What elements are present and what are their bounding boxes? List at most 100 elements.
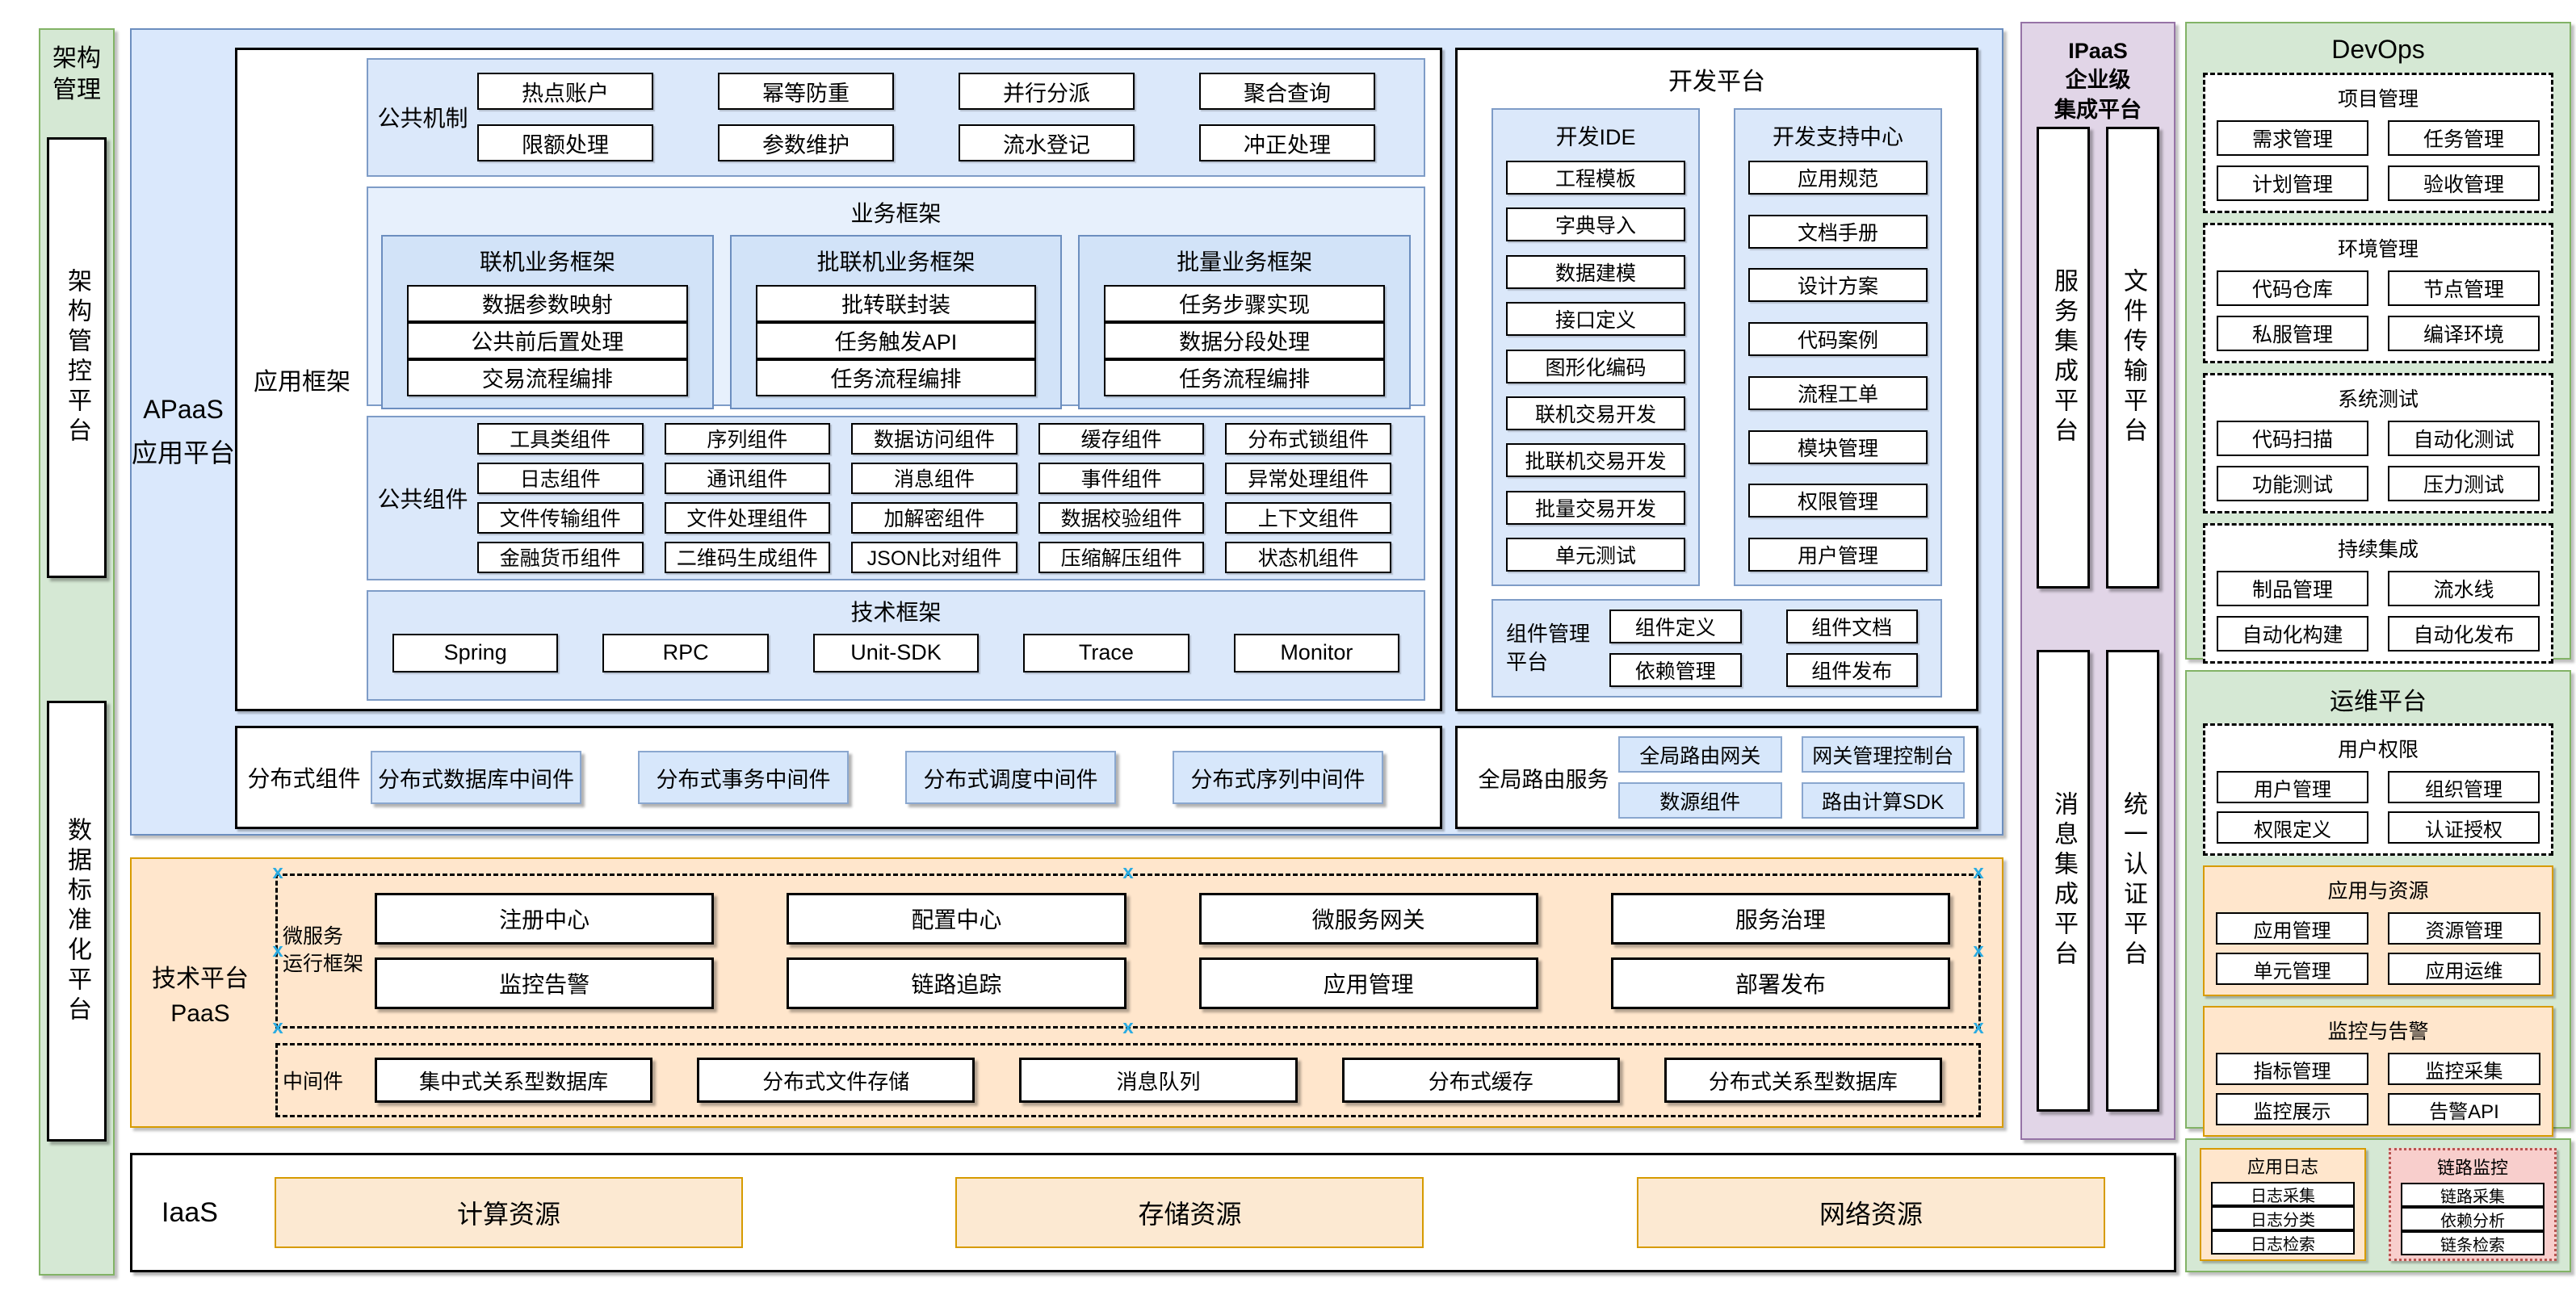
ipaas-title-line1: IPaaS	[2068, 39, 2128, 63]
app-framework-label: 应用框架	[254, 369, 350, 396]
component-chip: 金融货币组件	[477, 541, 644, 573]
common-components-panel: 公共组件 工具类组件序列组件数据访问组件缓存组件分布式锁组件日志组件通讯组件消息…	[367, 415, 1425, 580]
paas-platform-label: 技术平台 PaaS	[132, 859, 269, 1126]
ms-label-line2: 运行框架	[283, 953, 364, 975]
group-title: 批量业务框架	[1177, 249, 1313, 274]
group-grid: 指标管理监控采集监控展示告警API	[2216, 1053, 2540, 1125]
global-routing-box: 全局路由服务 全局路由网关网关管理控制台数源组件路由计算SDK	[1455, 726, 1978, 829]
support-chip: 模块管理	[1748, 429, 1928, 464]
business-chip: 批转联封装	[755, 284, 1037, 322]
mechanism-chip: 冲正处理	[1199, 124, 1375, 162]
middleware-chip: 分布式文件存储	[697, 1058, 975, 1103]
devops-chip: 计划管理	[2217, 165, 2368, 201]
group-chips: 数据参数映射公共前后置处理交易流程编排	[407, 284, 688, 396]
component-chip: 事件组件	[1038, 462, 1205, 494]
component-chip: 日志组件	[477, 462, 644, 494]
tech-chip: RPC	[602, 633, 769, 672]
business-chip: 任务流程编排	[755, 358, 1037, 396]
group-title: 应用与资源	[2327, 880, 2429, 903]
ipaas-container: IPaaS 企业级 集成平台 服务集成平台文件传输平台消息集成平台统一认证平台	[2020, 22, 2175, 1140]
support-chip: 文档手册	[1748, 214, 1928, 249]
trace-chip: 链条检索	[2401, 1231, 2545, 1255]
microservice-chip: 链路追踪	[787, 957, 1126, 1009]
selection-handle-icon	[270, 943, 286, 959]
ops-platform-title: 运维平台	[2330, 689, 2427, 715]
distributed-components-label: 分布式组件	[247, 766, 361, 791]
group-grid: 代码仓库节点管理私服管理编译环境	[2217, 270, 2540, 351]
online-business-group: 联机业务框架 数据参数映射公共前后置处理交易流程编排	[381, 234, 714, 409]
component-chip: 加解密组件	[851, 501, 1017, 534]
routing-chip: 数源组件	[1618, 782, 1782, 819]
resource-chip: 计算资源	[274, 1177, 743, 1248]
group-title: 持续集成	[2337, 538, 2419, 561]
environment-mgmt-group: 环境管理 代码仓库节点管理私服管理编译环境	[2203, 223, 2553, 363]
tech-chip: Spring	[392, 633, 559, 672]
integration-platform-bar: 文件传输平台	[2106, 127, 2159, 589]
business-chip: 交易流程编排	[407, 358, 688, 396]
app-log-chips: 日志采集日志分类日志检索	[2211, 1182, 2355, 1255]
middleware-row: 集中式关系型数据库分布式文件存储消息队列分布式缓存分布式关系型数据库	[375, 1058, 1978, 1103]
group-title: 监控与告警	[2327, 1020, 2429, 1043]
dev-platform-box: 开发平台 开发IDE 工程模板字典导入数据建模接口定义图形化编码联机交易开发批联…	[1455, 48, 1978, 711]
integration-platform-bar: 消息集成平台	[2037, 650, 2090, 1112]
ide-chip: 字典导入	[1506, 207, 1685, 242]
component-mgmt-chip: 组件定义	[1609, 610, 1742, 643]
ide-chip: 批联机交易开发	[1506, 443, 1685, 478]
microservice-grid: 注册中心配置中心微服务网关服务治理监控告警链路追踪应用管理部署发布	[375, 882, 1978, 1020]
integration-platform-bar: 服务集成平台	[2037, 127, 2090, 589]
ide-chip: 接口定义	[1506, 302, 1685, 337]
distributed-chip: 分布式数据库中间件	[371, 751, 581, 804]
app-framework-content: 公共机制 热点账户幂等防重并行分派聚合查询限额处理参数维护流水登记冲正处理 业务…	[367, 50, 1440, 709]
devops-chip: 代码仓库	[2217, 270, 2368, 306]
business-chip: 数据参数映射	[407, 284, 688, 322]
routing-chip: 路由计算SDK	[1801, 782, 1965, 819]
common-mechanism-label: 公共机制	[377, 106, 468, 132]
group-title: 联机业务框架	[479, 249, 615, 274]
apaas-label-line2: 应用平台	[132, 438, 236, 467]
component-chip: 缓存组件	[1038, 422, 1205, 455]
ops-chip: 组织管理	[2388, 771, 2540, 803]
trace-chip: 链路采集	[2401, 1183, 2545, 1207]
distributed-chip: 分布式事务中间件	[638, 751, 849, 804]
business-framework-title: 业务框架	[850, 200, 942, 226]
tech-chip: Monitor	[1233, 633, 1400, 672]
business-chip: 公共前后置处理	[407, 321, 688, 359]
microservice-chip: 配置中心	[787, 893, 1126, 945]
app-log-group: 应用日志 日志采集日志分类日志检索	[2200, 1148, 2366, 1261]
component-chip: JSON比对组件	[851, 541, 1017, 573]
microservice-chip: 微服务网关	[1198, 893, 1538, 945]
app-log-title: 应用日志	[2247, 1157, 2318, 1177]
ide-chip: 批量交易开发	[1506, 490, 1685, 525]
log-chip: 日志采集	[2211, 1182, 2355, 1206]
ops-platform-container: 运维平台 用户权限 用户管理组织管理权限定义认证授权 应用与资源 应用管理资源管…	[2185, 670, 2571, 1137]
business-chip: 任务步骤实现	[1104, 284, 1386, 322]
log-chip: 日志分类	[2211, 1206, 2355, 1230]
component-chip: 状态机组件	[1225, 541, 1391, 573]
component-mgmt-chip: 组件发布	[1785, 653, 1918, 687]
batch-business-group: 批量业务框架 任务步骤实现数据分段处理任务流程编排	[1078, 234, 1412, 409]
devops-chip: 编译环境	[2388, 316, 2540, 351]
business-chip: 任务触发API	[755, 321, 1037, 359]
mechanism-chip: 并行分派	[959, 73, 1135, 111]
project-mgmt-group: 项目管理 需求管理任务管理计划管理验收管理	[2203, 73, 2553, 213]
dev-ide-title: 开发IDE	[1555, 125, 1636, 149]
devops-chip: 任务管理	[2388, 120, 2540, 156]
devops-chip: 需求管理	[2217, 120, 2368, 156]
mechanism-chip: 限额处理	[477, 124, 653, 162]
devops-chip: 节点管理	[2388, 270, 2540, 306]
component-chip: 分布式锁组件	[1225, 422, 1391, 455]
mechanism-chip: 聚合查询	[1199, 73, 1375, 111]
tech-chip: Trace	[1023, 633, 1189, 672]
distributed-components-row: 分布式数据库中间件分布式事务中间件分布式调度中间件分布式序列中间件	[371, 751, 1440, 804]
platform-vertical-bar: 数据标准化平台	[47, 701, 107, 1142]
selection-handle-icon	[1970, 1020, 1987, 1036]
component-chip: 文件传输组件	[477, 501, 644, 534]
common-components-label: 公共组件	[377, 486, 468, 512]
component-chip: 序列组件	[664, 422, 831, 455]
mechanism-chip: 流水登记	[959, 124, 1135, 162]
selection-handle-icon	[1970, 943, 1987, 959]
devops-chip: 制品管理	[2217, 571, 2368, 606]
dev-ide-panel: 开发IDE 工程模板字典导入数据建模接口定义图形化编码联机交易开发批联机交易开发…	[1491, 108, 1700, 586]
component-chip: 消息组件	[851, 462, 1017, 494]
